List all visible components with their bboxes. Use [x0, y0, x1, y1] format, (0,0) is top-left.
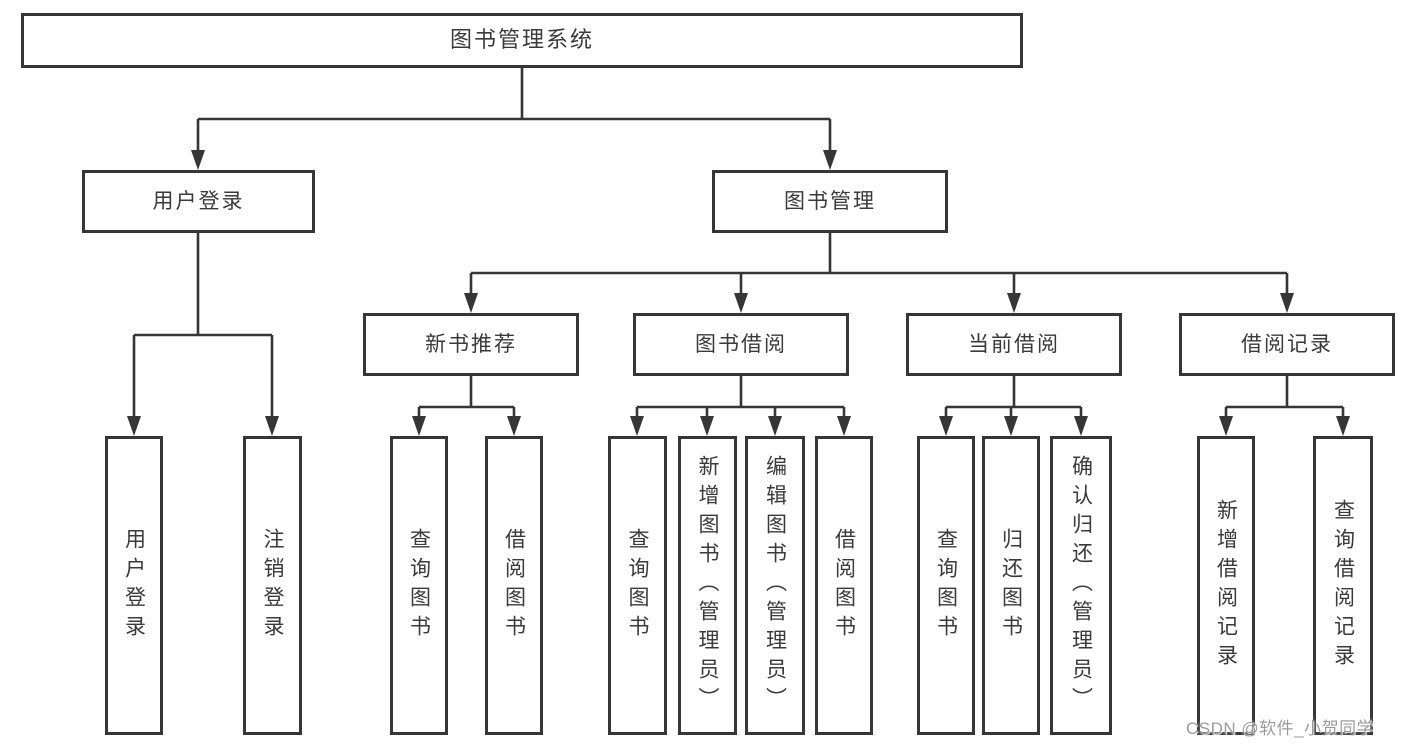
node-label: 借阅记录 — [1241, 332, 1333, 356]
leaf-add-borrow-record: 新增借阅记录 — [1197, 436, 1255, 735]
node-book-management: 图书管理 — [712, 170, 948, 233]
leaf-user-login: 用户登录 — [105, 436, 163, 735]
leaf-logout: 注销登录 — [243, 436, 302, 735]
node-label: 当前借阅 — [968, 332, 1060, 356]
connector-current-children — [944, 376, 1083, 419]
node-label: 图书管理 — [784, 189, 876, 213]
csdn-watermark: CSDN @软件_小贺同学 — [1186, 719, 1375, 738]
node-label: 图书借阅 — [695, 332, 787, 356]
leaf-label: 查询图书 — [407, 527, 431, 644]
node-user-login: 用户登录 — [82, 170, 315, 233]
leaf-query-books-current: 查询图书 — [917, 436, 975, 735]
leaf-label: 注销登录 — [261, 527, 284, 644]
connector-root-to-level2 — [196, 68, 832, 154]
leaf-label: 新增图书（管理员） — [696, 455, 719, 716]
node-label: 图书管理系统 — [449, 27, 594, 53]
connector-records-children — [1224, 376, 1345, 419]
leaf-label: 归还图书 — [999, 527, 1023, 644]
leaf-add-books-admin: 新增图书（管理员） — [678, 436, 737, 735]
leaf-query-books-recommendation: 查询图书 — [390, 436, 448, 735]
leaf-label: 用户登录 — [122, 527, 146, 644]
leaf-label: 查询图书 — [626, 527, 649, 644]
leaf-query-books-borrowing: 查询图书 — [608, 436, 667, 735]
leaf-label: 编辑图书（管理员） — [763, 455, 787, 716]
leaf-edit-books-admin: 编辑图书（管理员） — [745, 436, 805, 735]
leaf-confirm-return-admin: 确认归还（管理员） — [1050, 436, 1112, 735]
node-book-borrowing: 图书借阅 — [633, 313, 849, 376]
leaf-label: 借阅图书 — [502, 527, 526, 644]
connector-user-login-children — [132, 233, 274, 419]
leaf-label: 新增借阅记录 — [1214, 498, 1238, 673]
node-borrowing-records: 借阅记录 — [1179, 313, 1395, 376]
connector-book-management-children — [469, 233, 1289, 296]
node-label: 用户登录 — [152, 189, 245, 213]
node-current-borrowing: 当前借阅 — [906, 313, 1122, 376]
leaf-label: 借阅图书 — [832, 527, 856, 644]
leaf-return-books: 归还图书 — [982, 436, 1040, 735]
node-new-book-recommendation: 新书推荐 — [363, 313, 579, 376]
leaf-label: 查询借阅记录 — [1331, 498, 1355, 673]
connector-recommendation-children — [417, 376, 516, 419]
leaf-label: 确认归还（管理员） — [1069, 455, 1093, 716]
node-library-management-system: 图书管理系统 — [21, 13, 1023, 68]
connector-borrowing-children — [635, 376, 846, 419]
node-label: 新书推荐 — [425, 332, 517, 356]
leaf-query-borrow-record: 查询借阅记录 — [1313, 436, 1373, 735]
leaf-borrow-books-recommendation: 借阅图书 — [485, 436, 543, 735]
leaf-borrow-books: 借阅图书 — [815, 436, 873, 735]
leaf-label: 查询图书 — [934, 527, 958, 644]
